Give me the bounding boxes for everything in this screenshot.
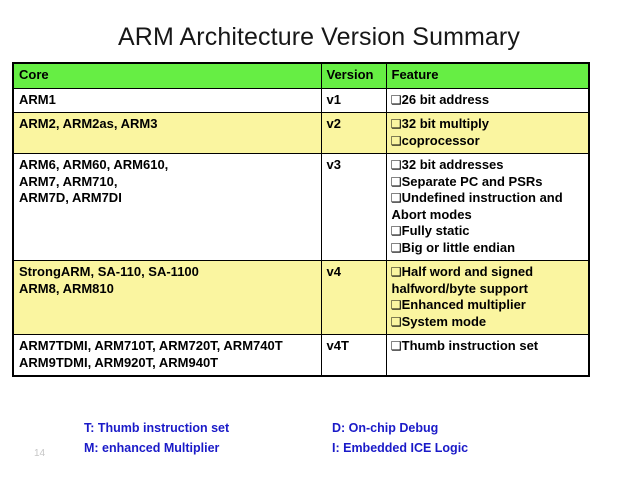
feature-list: 32 bit multiplycoprocessor	[392, 116, 585, 149]
cell-version: v2	[320, 112, 387, 154]
column-header-core: Core	[12, 62, 322, 89]
cell-feature: 32 bit addressesSeparate PC and PSRsUnde…	[385, 153, 590, 261]
feature-bullet-item: Enhanced multiplier	[392, 297, 585, 314]
core-name-line: ARM2, ARM2as, ARM3	[19, 116, 158, 131]
table-header: Core Version Feature	[12, 62, 590, 89]
cell-core: ARM6, ARM60, ARM610,ARM7, ARM710,ARM7D, …	[12, 153, 322, 261]
feature-bullet-item: Undefined instruction and Abort modes	[392, 190, 585, 223]
column-header-feature: Feature	[385, 62, 590, 89]
cell-core: ARM2, ARM2as, ARM3	[12, 112, 322, 154]
feature-list: Half word and signed halfword/byte suppo…	[392, 264, 585, 330]
page-title: ARM Architecture Version Summary	[118, 23, 520, 51]
table-header-row: Core Version Feature	[12, 62, 590, 89]
feature-bullet-item: Separate PC and PSRs	[392, 174, 585, 191]
cell-version: v1	[320, 87, 387, 113]
core-name-line: StrongARM, SA-110, SA-1100	[19, 264, 199, 279]
cell-feature: 26 bit address	[385, 87, 590, 113]
legend: T: Thumb instruction set D: On-chip Debug…	[84, 418, 584, 459]
core-name-line: ARM7D, ARM7DI	[19, 190, 122, 205]
legend-row: M: enhanced Multiplier I: Embedded ICE Lo…	[84, 438, 584, 458]
cell-feature: Half word and signed halfword/byte suppo…	[385, 260, 590, 335]
legend-entry-left: M: enhanced Multiplier	[84, 441, 220, 456]
cell-version: v4	[320, 260, 387, 335]
cell-feature: 32 bit multiplycoprocessor	[385, 112, 590, 154]
feature-bullet-item: 26 bit address	[392, 92, 585, 109]
feature-bullet-item: Thumb instruction set	[392, 338, 585, 355]
legend-row: T: Thumb instruction set D: On-chip Debug	[84, 418, 584, 438]
legend-entry-left: T: Thumb instruction set	[84, 421, 230, 435]
slide-number: 14	[34, 448, 46, 459]
feature-list: 32 bit addressesSeparate PC and PSRsUnde…	[392, 157, 585, 256]
core-name-line: ARM7, ARM710,	[19, 173, 118, 189]
core-name-line: ARM9TDMI, ARM920T, ARM940T	[19, 354, 219, 370]
core-name-line: ARM6, ARM60, ARM610,	[19, 157, 169, 172]
cell-core: ARM1	[12, 87, 322, 113]
table-row: ARM2, ARM2as, ARM3v232 bit multiplycopro…	[12, 112, 590, 154]
feature-bullet-item: Big or little endian	[392, 240, 585, 257]
feature-list: 26 bit address	[392, 92, 585, 109]
table-row: ARM6, ARM60, ARM610,ARM7, ARM710,ARM7D, …	[12, 153, 590, 261]
arm-architecture-table: Core Version Feature ARM1 v1 26 bit addres…	[12, 62, 590, 377]
feature-list: Thumb instruction set	[392, 338, 585, 355]
core-name-line: ARM1	[19, 91, 56, 107]
feature-bullet-item: 32 bit multiply	[392, 116, 585, 133]
feature-bullet-item: Half word and signed halfword/byte suppo…	[392, 264, 585, 297]
legend-entry-right: D: On-chip Debug	[332, 421, 439, 435]
legend-entry-right: I: Embedded ICE Logic	[332, 441, 469, 456]
core-name-line: ARM8, ARM810	[19, 280, 114, 296]
core-name-line: ARM7TDMI, ARM710T, ARM720T, ARM740T	[19, 338, 283, 353]
feature-bullet-item: System mode	[392, 314, 585, 331]
table-row: ARM1 v1 26 bit address	[12, 87, 590, 113]
feature-bullet-item: coprocessor	[392, 133, 585, 150]
cell-feature: Thumb instruction set	[385, 334, 590, 377]
feature-bullet-item: Fully static	[392, 223, 585, 240]
cell-version: v3	[320, 153, 387, 261]
feature-bullet-item: 32 bit addresses	[392, 157, 585, 174]
cell-version: v4T	[320, 334, 387, 377]
column-header-version: Version	[320, 62, 387, 89]
